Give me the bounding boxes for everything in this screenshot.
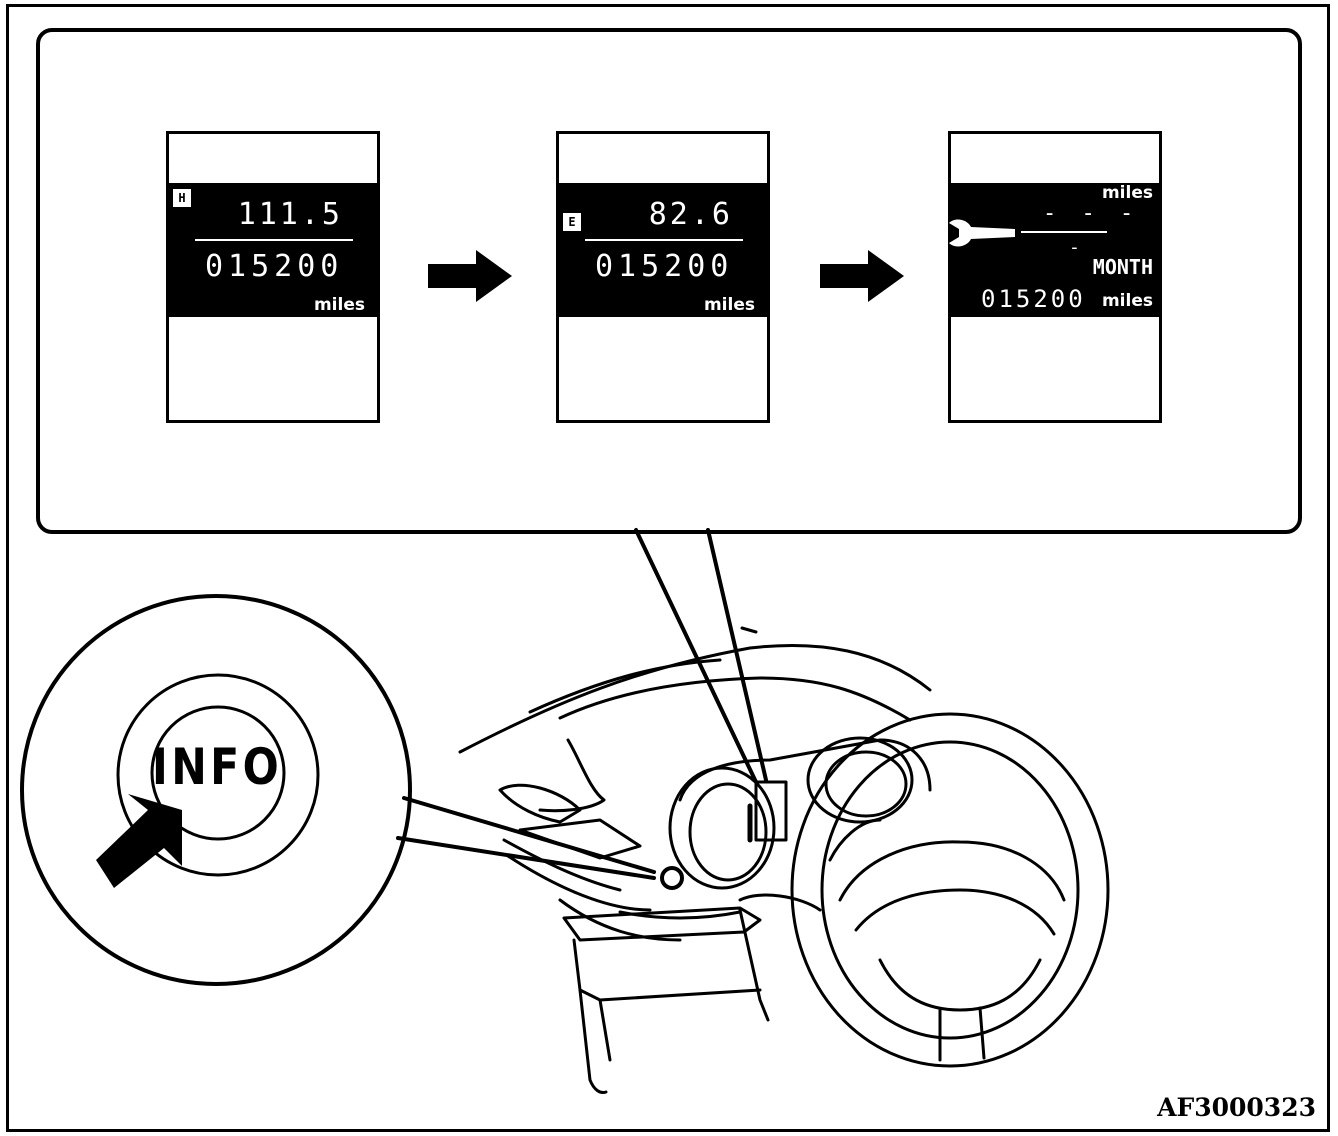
divider-line [1021, 231, 1107, 233]
odometer-reading: 015200 [981, 285, 1086, 313]
month-dash: - [1069, 237, 1080, 258]
display-band: E 82.6 015200 miles [559, 183, 767, 317]
divider-line [585, 239, 743, 241]
display-band: miles - - - - MONTH 015200 miles [949, 183, 1159, 317]
press-arrow-icon [96, 794, 182, 888]
display-value: 82.6 [648, 197, 733, 232]
mode-icon: H [173, 189, 191, 207]
info-button-label: INFO [152, 738, 283, 796]
display-screen-3: miles - - - - MONTH 015200 miles [948, 131, 1162, 423]
mode-icon: E [563, 213, 581, 231]
figure-frame [6, 4, 1330, 1132]
odometer-reading: 015200 [205, 249, 344, 284]
unit-label-top: miles [1101, 183, 1153, 203]
odometer-reading: 015200 [595, 249, 734, 284]
divider-line [195, 239, 353, 241]
figure-code: AF3000323 [1157, 1093, 1316, 1122]
wrench-icon [949, 219, 1015, 247]
display-band: H 111.5 015200 miles [169, 183, 377, 317]
unit-label: miles [703, 295, 755, 315]
display-screen-1: H 111.5 015200 miles [166, 131, 380, 423]
month-label: MONTH [1092, 255, 1153, 279]
unit-label: miles [1101, 291, 1153, 311]
unit-label: miles [313, 295, 365, 315]
service-distance: - - - [1043, 201, 1140, 226]
display-value: 111.5 [237, 197, 343, 232]
arrow-right-icon [428, 250, 512, 302]
display-screen-2: E 82.6 015200 miles [556, 131, 770, 423]
arrow-right-icon [820, 250, 904, 302]
